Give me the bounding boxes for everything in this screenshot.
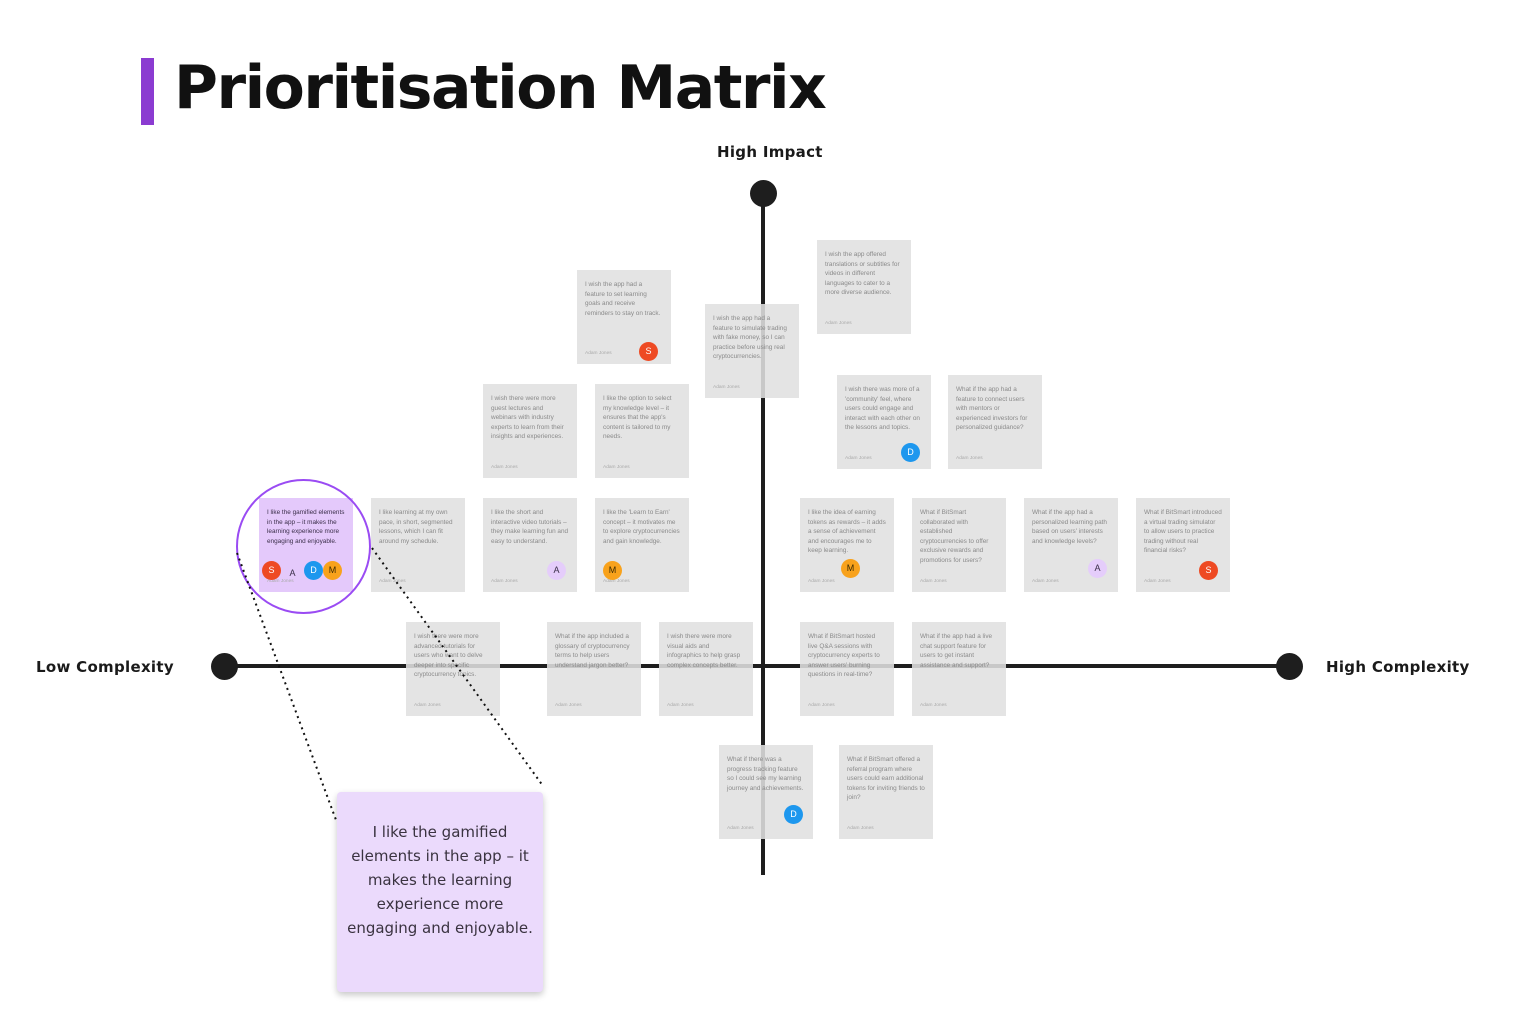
- complexity-axis: [224, 664, 1290, 668]
- sticky-note[interactable]: I like the 'Learn to Earn' concept – it …: [595, 498, 689, 592]
- note-text: I wish there were more guest lectures an…: [491, 395, 564, 441]
- sticky-note[interactable]: I wish there were more advanced tutorial…: [406, 622, 500, 716]
- note-text: I wish the app offered translations or s…: [825, 251, 900, 297]
- note-author: Adam Jones: [555, 703, 582, 708]
- note-text: What if BitSmart offered a referral prog…: [847, 756, 925, 802]
- complexity-axis-end: [1276, 653, 1303, 680]
- avatar-m[interactable]: M: [603, 561, 622, 580]
- sticky-note[interactable]: I wish the app had a feature to simulate…: [705, 304, 799, 398]
- note-author: Adam Jones: [920, 579, 947, 584]
- note-text: I wish there was more of a 'community' f…: [845, 386, 920, 432]
- note-text: What if the app included a glossary of c…: [555, 633, 630, 669]
- note-text: I like the idea of earning tokens as rew…: [808, 509, 886, 555]
- sticky-note[interactable]: I like the short and interactive video t…: [483, 498, 577, 592]
- note-author: Adam Jones: [825, 321, 852, 326]
- note-text: What if BitSmart collaborated with estab…: [920, 509, 989, 564]
- note-text: What if the app had a personalized learn…: [1032, 509, 1107, 545]
- sticky-note[interactable]: What if there was a progress tracking fe…: [719, 745, 813, 839]
- callout-text: I like the gamified elements in the app …: [347, 823, 533, 937]
- sticky-note[interactable]: I like the option to select my knowledge…: [595, 384, 689, 478]
- callout-note: I like the gamified elements in the app …: [337, 792, 543, 992]
- sticky-note[interactable]: What if BitSmart introduced a virtual tr…: [1136, 498, 1230, 592]
- note-author: Adam Jones: [379, 579, 406, 584]
- avatar-a[interactable]: A: [547, 561, 566, 580]
- note-text: I like the short and interactive video t…: [491, 509, 569, 545]
- avatar-m[interactable]: M: [841, 559, 860, 578]
- sticky-note[interactable]: I like learning at my own pace, in short…: [371, 498, 465, 592]
- note-author: Adam Jones: [956, 456, 983, 461]
- note-author: Adam Jones: [727, 826, 754, 831]
- note-text: I like learning at my own pace, in short…: [379, 509, 453, 545]
- sticky-note[interactable]: What if the app had a live chat support …: [912, 622, 1006, 716]
- note-author: Adam Jones: [847, 826, 874, 831]
- note-text: I wish the app had a feature to simulate…: [713, 315, 787, 361]
- note-text: What if the app had a live chat support …: [920, 633, 993, 669]
- note-author: Adam Jones: [585, 351, 612, 356]
- note-text: I wish the app had a feature to set lear…: [585, 281, 661, 317]
- avatar-s[interactable]: S: [639, 342, 658, 361]
- avatar-a[interactable]: A: [1088, 559, 1107, 578]
- note-author: Adam Jones: [920, 703, 947, 708]
- note-text: I like the option to select my knowledge…: [603, 395, 672, 441]
- avatar-d[interactable]: D: [901, 443, 920, 462]
- sticky-note[interactable]: I wish there were more guest lectures an…: [483, 384, 577, 478]
- note-author: Adam Jones: [491, 465, 518, 470]
- sticky-note[interactable]: I wish the app offered translations or s…: [817, 240, 911, 334]
- note-author: Adam Jones: [491, 579, 518, 584]
- note-text: What if BitSmart introduced a virtual tr…: [1144, 509, 1222, 555]
- highlight-ring: [236, 479, 371, 614]
- note-text: I wish there were more visual aids and i…: [667, 633, 741, 669]
- axis-label-high-impact: High Impact: [717, 143, 823, 161]
- note-author: Adam Jones: [1144, 579, 1171, 584]
- note-text: I wish there were more advanced tutorial…: [414, 633, 483, 679]
- sticky-note[interactable]: What if BitSmart offered a referral prog…: [839, 745, 933, 839]
- title-accent-bar: [141, 58, 154, 125]
- note-author: Adam Jones: [713, 385, 740, 390]
- sticky-note[interactable]: I wish the app had a feature to set lear…: [577, 270, 671, 364]
- axis-label-high-complexity: High Complexity: [1326, 658, 1470, 676]
- axis-label-low-complexity: Low Complexity: [36, 658, 174, 676]
- complexity-axis-start: [211, 653, 238, 680]
- note-author: Adam Jones: [808, 579, 835, 584]
- note-text: I like the 'Learn to Earn' concept – it …: [603, 509, 680, 545]
- note-text: What if the app had a feature to connect…: [956, 386, 1028, 432]
- sticky-note[interactable]: I wish there were more visual aids and i…: [659, 622, 753, 716]
- note-text: What if there was a progress tracking fe…: [727, 756, 804, 792]
- sticky-note[interactable]: What if BitSmart collaborated with estab…: [912, 498, 1006, 592]
- page-title: Prioritisation Matrix: [174, 53, 827, 123]
- note-author: Adam Jones: [603, 465, 630, 470]
- note-text: What if BitSmart hosted live Q&A session…: [808, 633, 880, 679]
- sticky-note[interactable]: I wish there was more of a 'community' f…: [837, 375, 931, 469]
- note-author: Adam Jones: [414, 703, 441, 708]
- note-author: Adam Jones: [1032, 579, 1059, 584]
- avatar-d[interactable]: D: [784, 805, 803, 824]
- impact-axis: [761, 193, 765, 875]
- note-author: Adam Jones: [808, 703, 835, 708]
- note-author: Adam Jones: [603, 579, 630, 584]
- note-author: Adam Jones: [667, 703, 694, 708]
- sticky-note[interactable]: What if the app had a feature to connect…: [948, 375, 1042, 469]
- sticky-note[interactable]: I like the idea of earning tokens as rew…: [800, 498, 894, 592]
- impact-axis-endpoint: [750, 180, 777, 207]
- note-author: Adam Jones: [845, 456, 872, 461]
- sticky-note[interactable]: What if the app had a personalized learn…: [1024, 498, 1118, 592]
- sticky-note[interactable]: What if the app included a glossary of c…: [547, 622, 641, 716]
- sticky-note[interactable]: What if BitSmart hosted live Q&A session…: [800, 622, 894, 716]
- avatar-s[interactable]: S: [1199, 561, 1218, 580]
